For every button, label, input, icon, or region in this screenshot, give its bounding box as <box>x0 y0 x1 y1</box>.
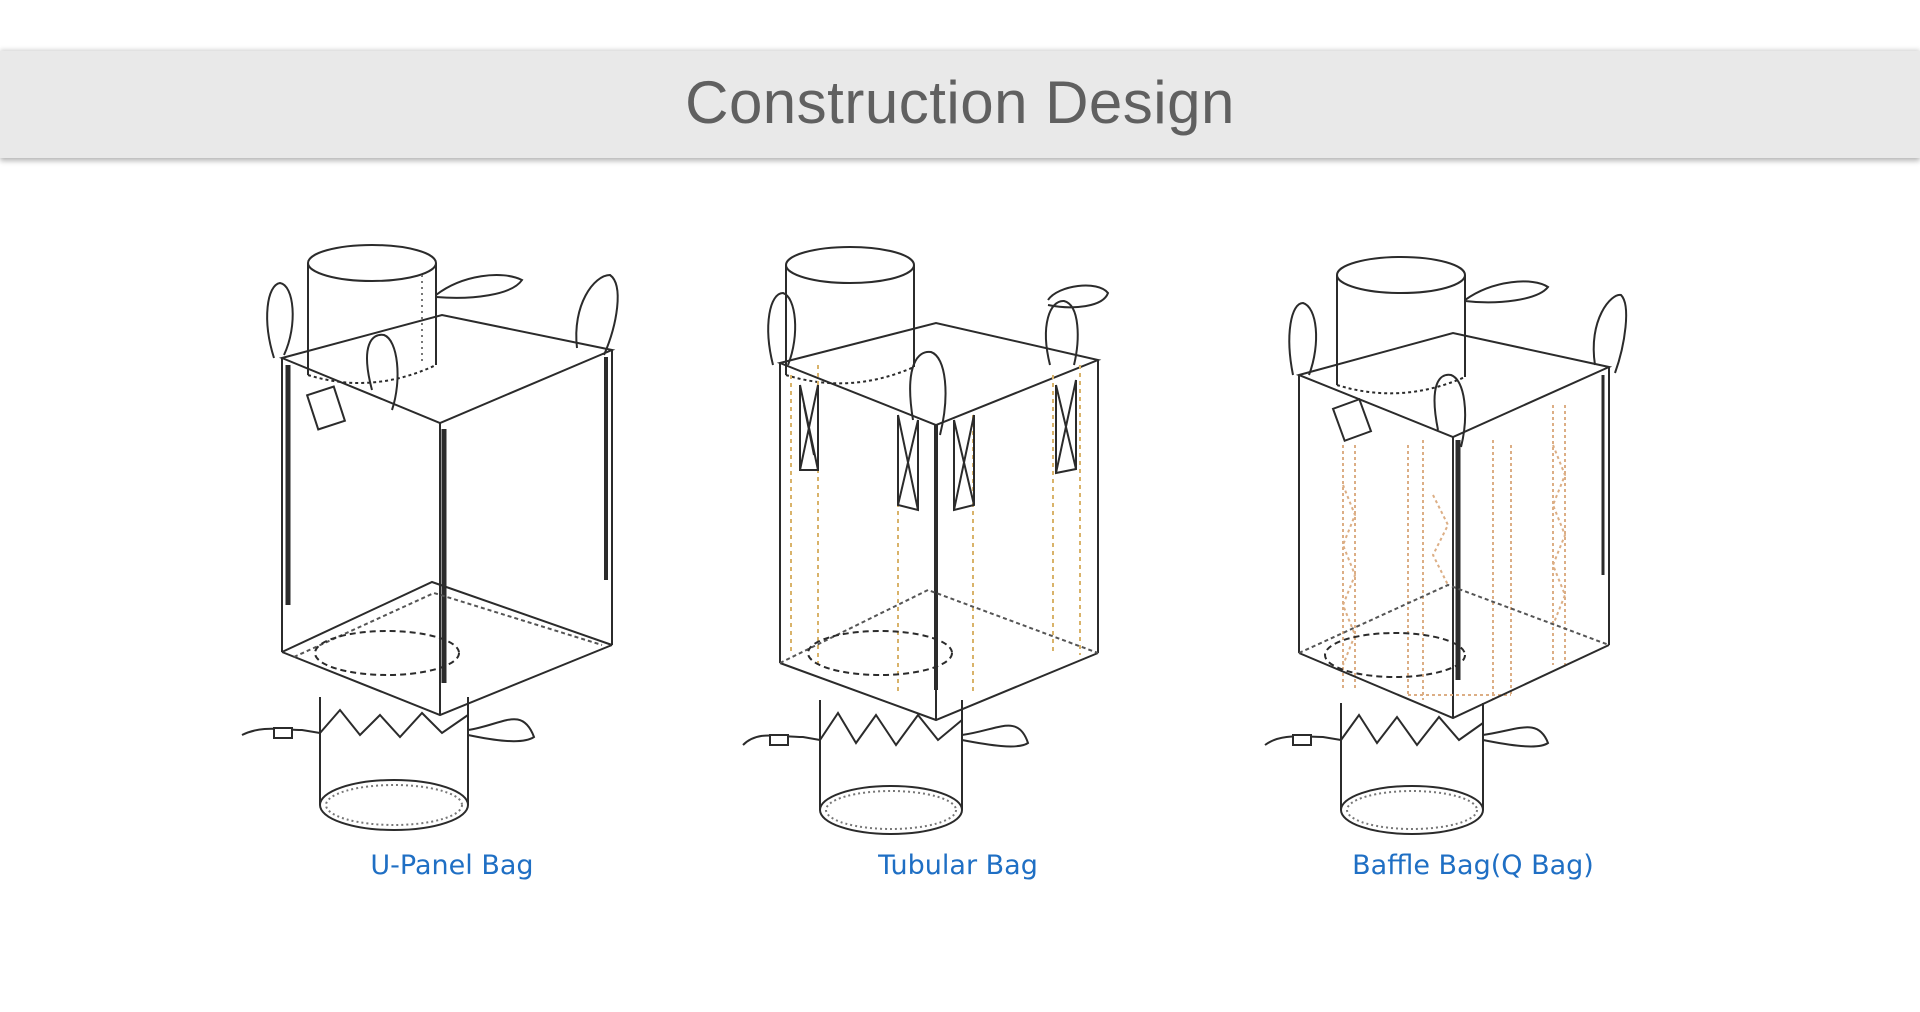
header-banner: Construction Design <box>0 51 1920 158</box>
u-panel-bag-illustration <box>241 244 619 831</box>
baffle-bag-illustration <box>1264 256 1628 835</box>
tubular-bag-figure: Tubular Bag <box>728 225 1188 905</box>
baffle-bag-figure: Baffle Bag(Q Bag) <box>1243 225 1703 905</box>
page-title: Construction Design <box>685 69 1235 136</box>
baffle-bag-caption: Baffle Bag(Q Bag) <box>1352 850 1594 881</box>
tubular-bag-illustration <box>742 246 1110 835</box>
u-panel-bag-figure: U-Panel Bag <box>222 225 682 905</box>
tubular-bag-caption: Tubular Bag <box>878 850 1038 881</box>
u-panel-bag-caption: U-Panel Bag <box>370 850 534 881</box>
